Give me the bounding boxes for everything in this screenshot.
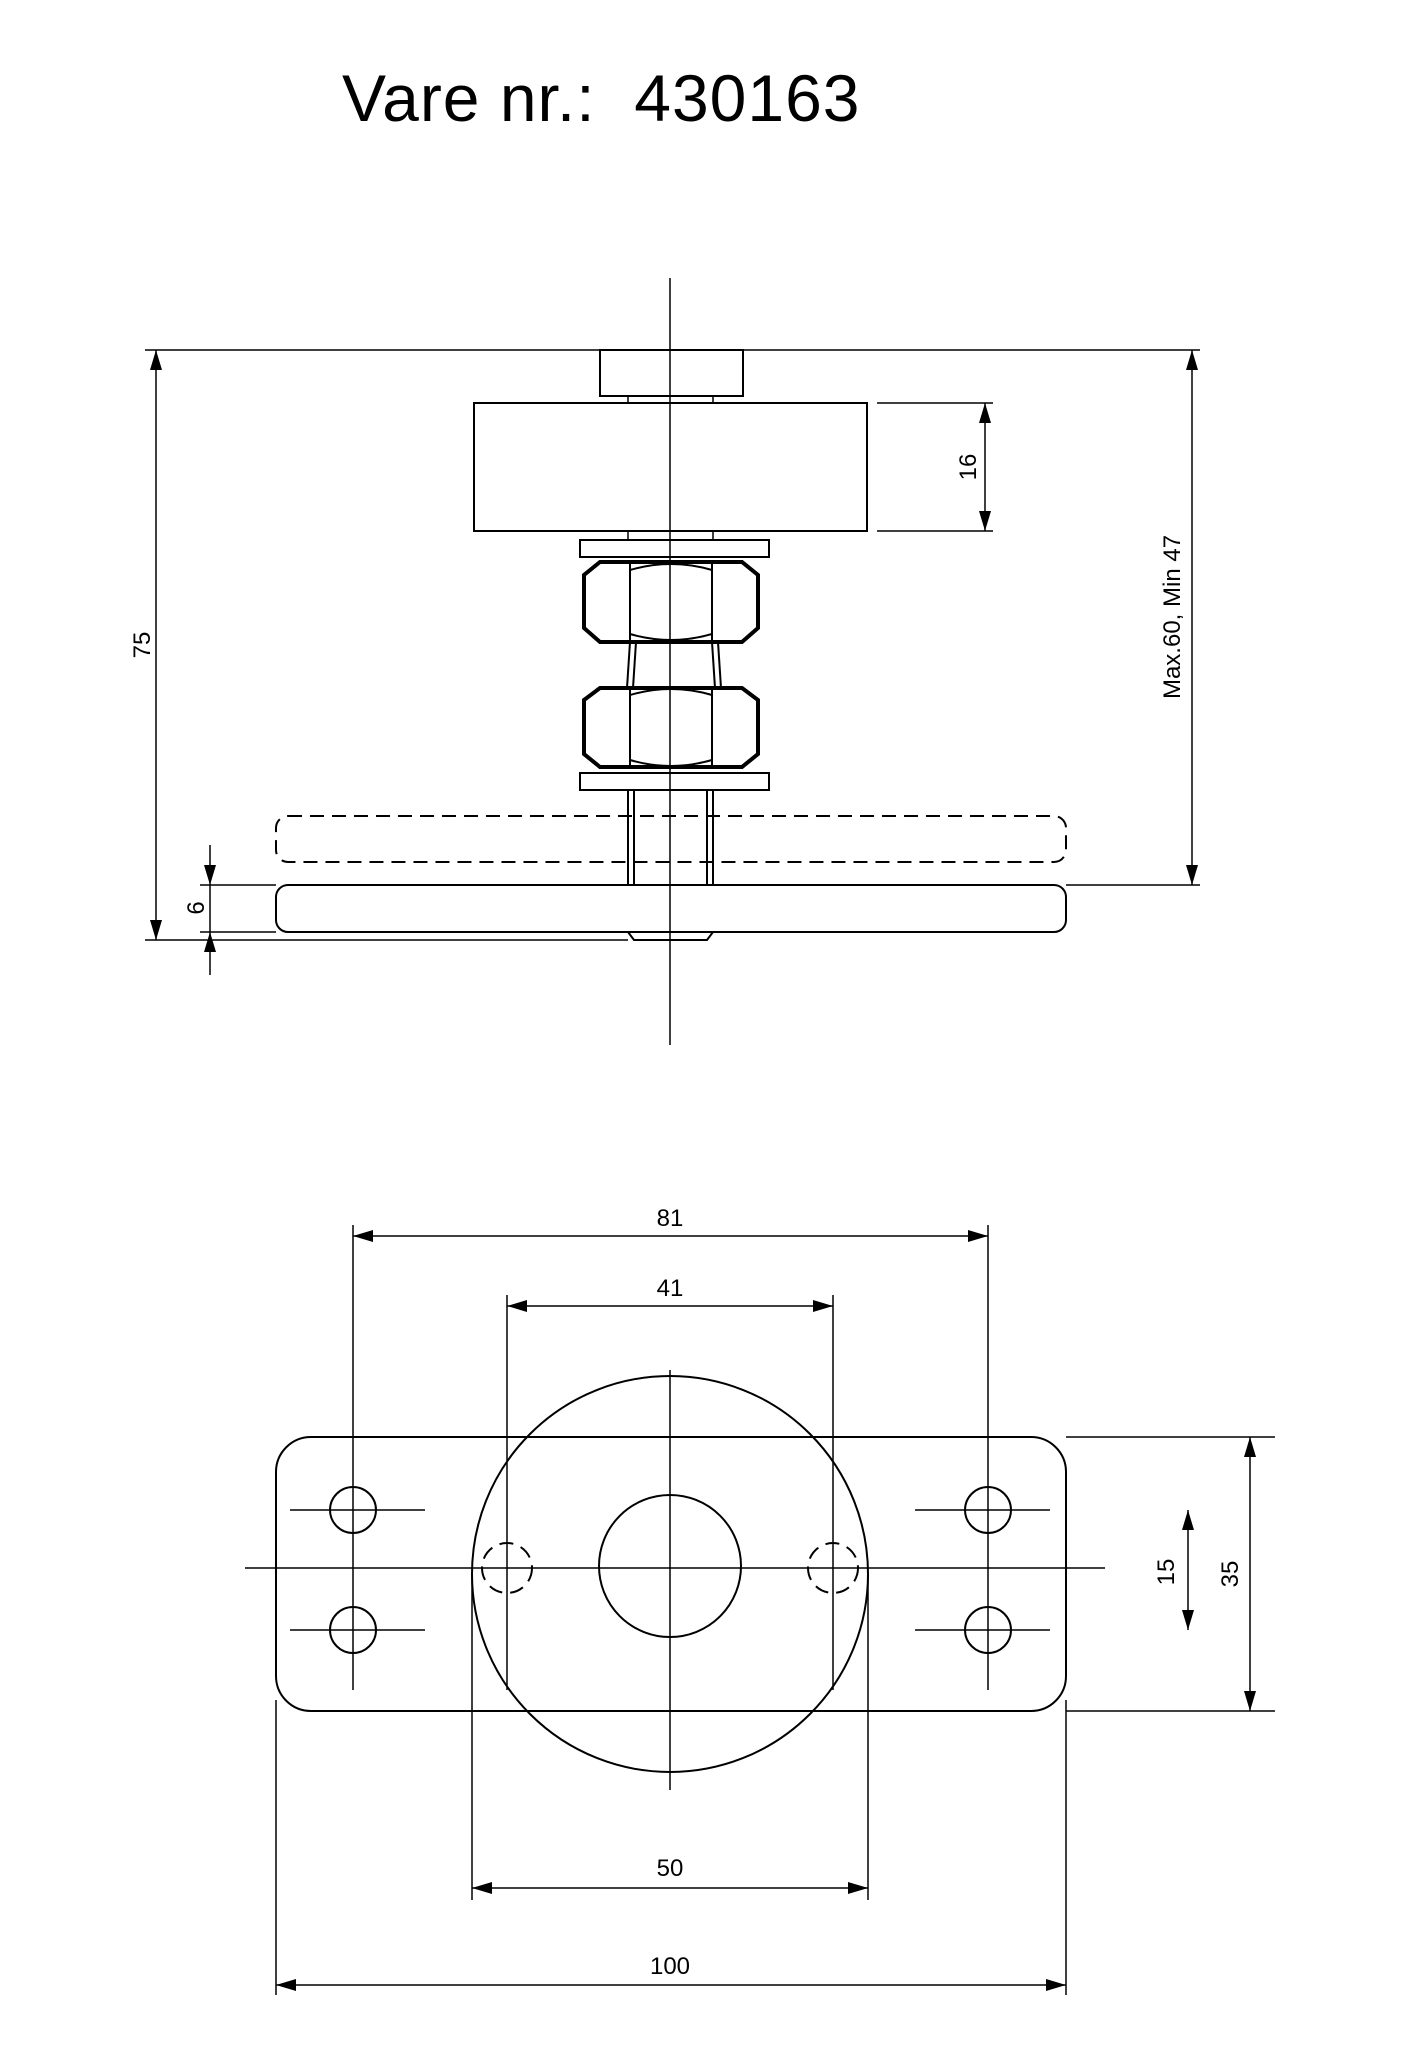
upper-washer <box>579 539 770 558</box>
title-part-number: 430163 <box>634 61 861 135</box>
top-cap <box>599 349 744 397</box>
wheel-body <box>473 402 868 532</box>
dim-outer-holes-text: 81 <box>657 1205 684 1232</box>
dim-wheel-height-text: 16 <box>955 454 982 481</box>
dim-outer-holes: 81 <box>352 1205 989 1690</box>
dim-wheel-diameter: 50 <box>471 1574 869 1900</box>
dim-plate-length: 100 <box>275 1700 1067 1995</box>
dim-plate-width: 35 <box>1066 1436 1275 1712</box>
plan-plate <box>275 1436 1067 1712</box>
dim-inner-holes: 41 <box>506 1275 834 1690</box>
drawing-title: Vare nr.: 430163 <box>342 60 861 136</box>
dim-plate-width-text: 35 <box>1217 1561 1244 1588</box>
dim-plate-thickness-text: 6 <box>183 901 210 914</box>
dim-plate-length-text: 100 <box>650 1953 690 1980</box>
base-plate <box>275 884 1067 933</box>
dim-inner-holes-text: 41 <box>657 1275 684 1302</box>
dim-total-height-text: 75 <box>129 632 156 659</box>
dim-adjust-range-text: Max.60, Min 47 <box>1159 535 1186 699</box>
upper-nut <box>582 560 760 644</box>
dim-plate-thickness: 6 <box>183 845 276 975</box>
plan-view: 81 41 50 100 <box>245 1205 1275 1995</box>
dim-total-height: 75 <box>129 349 628 941</box>
dim-hole-spacing: 15 <box>1153 1510 1194 1630</box>
dim-adjust-range: Max.60, Min 47 <box>743 349 1200 886</box>
dim-wheel-diameter-text: 50 <box>657 1855 684 1882</box>
lower-washer <box>579 772 770 791</box>
title-label: Vare nr.: <box>342 61 596 135</box>
dim-wheel-height: 16 <box>877 402 993 532</box>
side-view: 75 16 Max.60, Min 47 6 <box>129 278 1200 1045</box>
dim-hole-spacing-text: 15 <box>1153 1559 1180 1586</box>
lower-nut <box>582 686 760 769</box>
plate-max-position <box>275 815 1067 863</box>
